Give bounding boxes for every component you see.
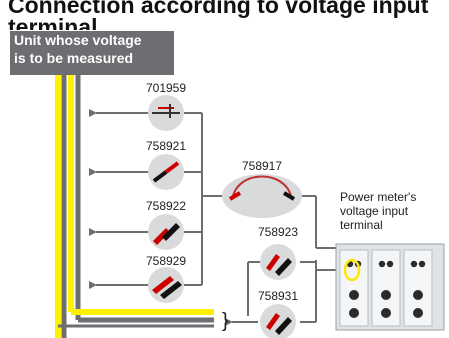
power-meter-panel xyxy=(335,243,445,331)
probe-label: 758929 xyxy=(146,254,186,268)
voltage-terminal-highlight xyxy=(343,258,361,282)
right-links xyxy=(225,244,343,326)
left-arrows xyxy=(89,109,150,289)
probe-758929: 758929 xyxy=(146,254,186,303)
probe-icon-bg xyxy=(260,304,296,338)
unit-label-box: Unit whose voltage is to be measured xyxy=(10,31,174,75)
safety-adapter-icon xyxy=(266,254,292,276)
probe-label: 758923 xyxy=(258,225,298,239)
probe-701959: 701959 xyxy=(146,81,186,131)
test-clip-icon xyxy=(152,104,180,118)
alligator-clip-icon xyxy=(153,223,180,245)
terminals xyxy=(346,260,426,318)
probe-icon-bg xyxy=(222,174,302,218)
large-alligator-clip-icon xyxy=(152,276,182,299)
title-line-1: Connection according to voltage input xyxy=(8,0,429,18)
measurement-lead-set-icon xyxy=(228,175,296,201)
unit-label-line-2: is to be measured xyxy=(14,50,134,66)
power-meter-label-line-3: terminal xyxy=(340,218,383,232)
title-line-2: terminal xyxy=(8,14,98,31)
probe-icon-bg xyxy=(260,244,296,280)
probe-758931: 758931 xyxy=(258,289,298,338)
middle-links xyxy=(302,195,317,296)
left-bracket xyxy=(184,112,222,286)
probe-758921: 758921 xyxy=(146,139,186,190)
probe-758917: 758917 xyxy=(222,159,302,218)
power-meter-label-line-1: Power meter's xyxy=(340,190,417,204)
probe-758922: 758922 xyxy=(146,199,186,250)
brace-symbol: } xyxy=(222,310,229,332)
probe-label: 758921 xyxy=(146,139,186,153)
diagram-title: Connection according to voltage input te… xyxy=(8,0,443,30)
power-meter-label-line-2: voltage input xyxy=(340,204,409,218)
unit-wire-bus xyxy=(55,75,214,338)
probe-758923: 758923 xyxy=(258,225,298,280)
probe-label: 758917 xyxy=(242,159,282,173)
power-meter-label: Power meter's voltage input terminal xyxy=(340,190,416,232)
probe-label: 758922 xyxy=(146,199,186,213)
plug-adapter-icon xyxy=(266,313,292,335)
unit-label-line-1: Unit whose voltage xyxy=(14,32,142,48)
lead-wire-icon xyxy=(152,161,180,183)
probe-label: 701959 xyxy=(146,81,186,95)
probe-label: 758931 xyxy=(258,289,298,303)
